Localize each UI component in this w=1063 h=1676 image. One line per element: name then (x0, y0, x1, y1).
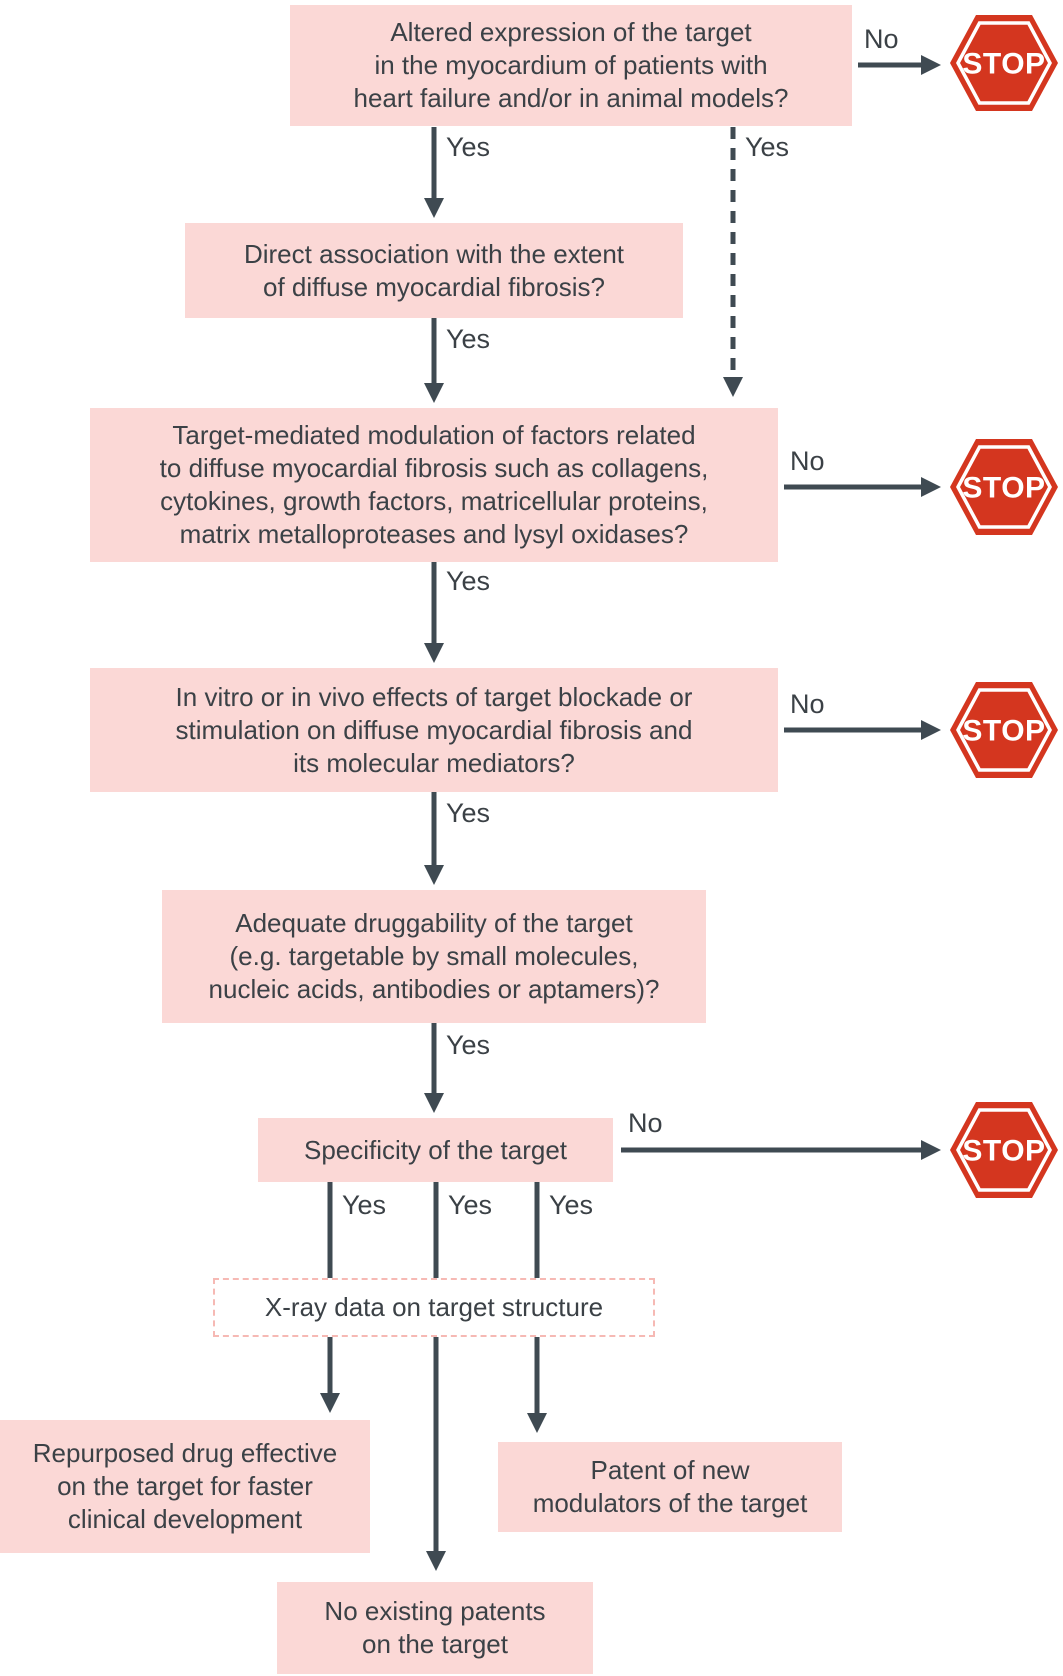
yes-label-3: Yes (446, 566, 491, 596)
yes-label-2: Yes (446, 324, 491, 354)
node-no-existing-patents: No existing patents on the target (277, 1582, 593, 1674)
yes-label-branch-right: Yes (549, 1190, 594, 1220)
no-label-3: No (790, 689, 825, 719)
no-label-2: No (790, 446, 825, 476)
node-altered-expression: Altered expression of the target in the … (290, 5, 852, 126)
yes-label-branch-left: Yes (342, 1190, 387, 1220)
stop-label-4: STOP (962, 1135, 1045, 1168)
stop-sign-1: STOP (950, 15, 1058, 111)
yes-label-5: Yes (446, 1030, 491, 1060)
node-xray-data: X-ray data on target structure (213, 1278, 655, 1337)
stop-sign-4: STOP (950, 1102, 1058, 1198)
yes-label-branch-middle: Yes (448, 1190, 493, 1220)
no-label-1: No (864, 24, 899, 54)
node-in-vitro-in-vivo-effects: In vitro or in vivo effects of target bl… (90, 668, 778, 792)
stop-sign-3: STOP (950, 682, 1058, 778)
node-target-mediated-modulation: Target-mediated modulation of factors re… (90, 408, 778, 562)
stop-sign-2: STOP (950, 439, 1058, 535)
yes-label-1: Yes (446, 132, 491, 162)
node-direct-association: Direct association with the extent of di… (185, 223, 683, 318)
no-label-4: No (628, 1108, 663, 1138)
stop-label-2: STOP (962, 472, 1045, 505)
node-specificity: Specificity of the target (258, 1118, 613, 1182)
yes-label-dashed: Yes (745, 132, 790, 162)
node-patent-new-modulators: Patent of new modulators of the target (498, 1442, 842, 1532)
stop-label-1: STOP (962, 48, 1045, 81)
node-repurposed-drug: Repurposed drug effective on the target … (0, 1420, 370, 1553)
stop-label-3: STOP (962, 715, 1045, 748)
node-adequate-druggability: Adequate druggability of the target (e.g… (162, 890, 706, 1023)
yes-label-4: Yes (446, 798, 491, 828)
